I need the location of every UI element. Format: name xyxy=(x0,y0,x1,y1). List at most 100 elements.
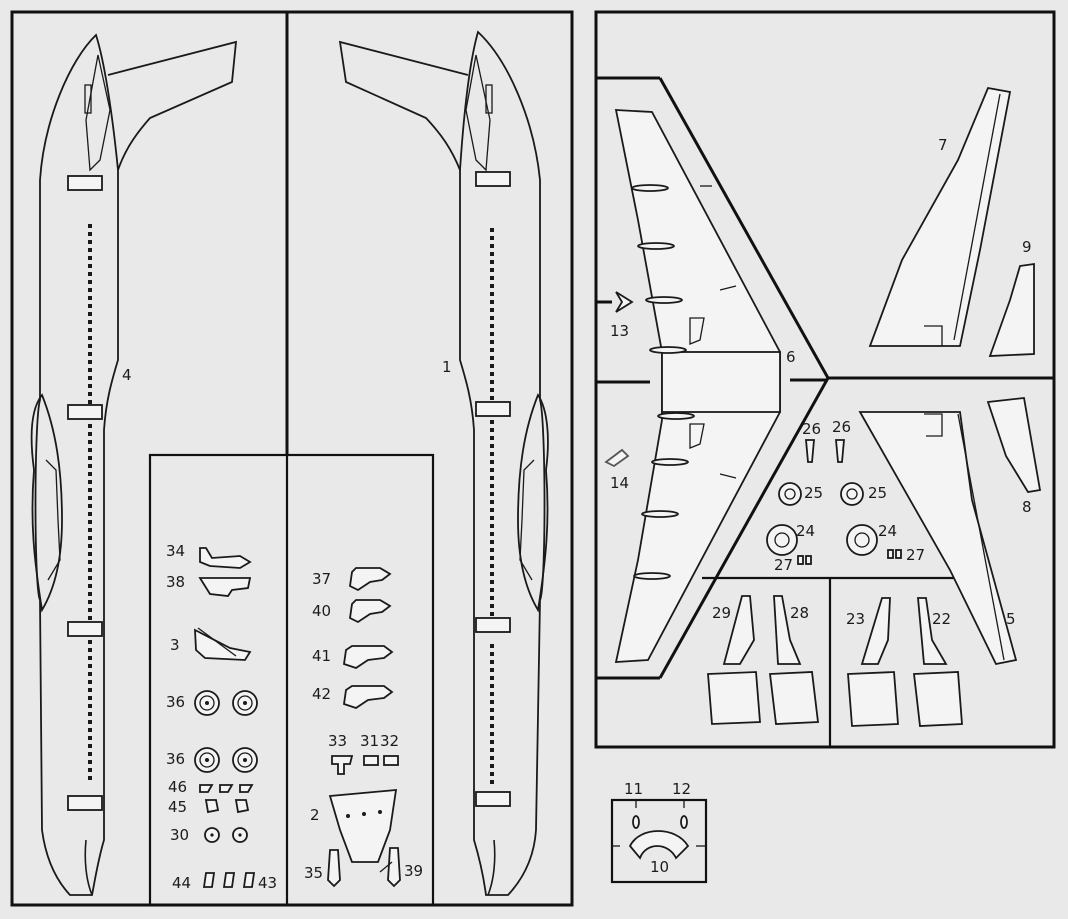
window-hole xyxy=(490,772,494,776)
label-part-25-b: 25 xyxy=(868,484,887,502)
window-hole xyxy=(490,724,494,728)
fuselage-frame xyxy=(10,10,574,907)
label-part-6: 6 xyxy=(786,348,796,366)
window-hole xyxy=(490,492,494,496)
window-hole xyxy=(490,660,494,664)
window-hole xyxy=(490,228,494,232)
window-hole xyxy=(490,476,494,480)
window-hole xyxy=(88,568,92,572)
window-hole xyxy=(88,264,92,268)
label-part-39: 39 xyxy=(404,862,423,880)
label-part-46: 46 xyxy=(168,778,187,796)
window-hole xyxy=(88,608,92,612)
window-hole xyxy=(490,780,494,784)
window-hole xyxy=(88,384,92,388)
window-hole xyxy=(88,760,92,764)
window-hole xyxy=(88,528,92,532)
part-10-frame xyxy=(610,798,708,884)
window-hole xyxy=(88,728,92,732)
label-part-11: 11 xyxy=(624,780,643,798)
window-hole xyxy=(88,328,92,332)
window-hole xyxy=(490,596,494,600)
window-hole xyxy=(88,680,92,684)
window-hole xyxy=(88,592,92,596)
window-hole xyxy=(88,424,92,428)
window-hole xyxy=(490,268,494,272)
vertical-tail-part-7 xyxy=(868,86,1012,347)
window-hole xyxy=(88,664,92,668)
label-part-37: 37 xyxy=(312,570,331,588)
window-hole xyxy=(88,248,92,252)
window-hole xyxy=(490,356,494,360)
window-hole xyxy=(490,436,494,440)
gear-parts-24-27 xyxy=(766,439,902,565)
label-part-30: 30 xyxy=(170,826,189,844)
label-part-40: 40 xyxy=(312,602,331,620)
label-part-5: 5 xyxy=(1006,610,1016,628)
window-hole xyxy=(490,612,494,616)
window-hole xyxy=(88,360,92,364)
window-hole xyxy=(88,232,92,236)
window-hole xyxy=(88,448,92,452)
label-part-10: 10 xyxy=(650,858,669,876)
window-hole xyxy=(490,484,494,488)
window-hole xyxy=(490,500,494,504)
window-hole xyxy=(490,308,494,312)
window-hole xyxy=(88,224,92,228)
window-hole xyxy=(88,600,92,604)
label-part-28: 28 xyxy=(790,604,809,622)
window-hole xyxy=(490,692,494,696)
window-hole xyxy=(490,292,494,296)
window-hole xyxy=(88,240,92,244)
window-hole xyxy=(490,524,494,528)
fuselage-half-part-1 xyxy=(338,30,549,896)
window-hole xyxy=(490,564,494,568)
label-part-44: 44 xyxy=(172,874,191,892)
label-part-34: 34 xyxy=(166,542,185,560)
window-hole xyxy=(490,668,494,672)
window-hole xyxy=(88,480,92,484)
window-hole xyxy=(490,396,494,400)
label-part-7: 7 xyxy=(938,136,948,154)
window-hole xyxy=(490,756,494,760)
label-part-43: 43 xyxy=(258,874,277,892)
window-hole xyxy=(490,332,494,336)
window-hole xyxy=(88,752,92,756)
window-hole xyxy=(490,236,494,240)
window-hole xyxy=(490,652,494,656)
window-hole xyxy=(88,512,92,516)
window-hole xyxy=(490,764,494,768)
part-13-clip xyxy=(615,291,634,313)
window-hole xyxy=(490,252,494,256)
window-hole xyxy=(490,260,494,264)
flap-fairing xyxy=(657,412,695,420)
window-hole xyxy=(490,380,494,384)
engine-nacelle-halves xyxy=(707,595,963,727)
window-hole xyxy=(88,288,92,292)
window-hole xyxy=(88,488,92,492)
window-hole xyxy=(490,532,494,536)
window-hole xyxy=(490,364,494,368)
window-hole xyxy=(88,704,92,708)
window-hole xyxy=(88,688,92,692)
window-hole xyxy=(88,768,92,772)
flap-fairing xyxy=(641,510,679,518)
label-part-14: 14 xyxy=(610,474,629,492)
wing-part-6 xyxy=(614,109,781,663)
label-part-38: 38 xyxy=(166,573,185,591)
window-hole xyxy=(490,604,494,608)
label-part-45: 45 xyxy=(168,798,187,816)
window-hole xyxy=(88,272,92,276)
label-part-31: 31 xyxy=(360,732,379,750)
window-hole xyxy=(490,748,494,752)
window-hole xyxy=(490,572,494,576)
window-hole xyxy=(490,516,494,520)
label-part-27-b: 27 xyxy=(906,546,925,564)
small-parts-left xyxy=(194,547,258,888)
window-hole xyxy=(490,468,494,472)
window-hole xyxy=(490,340,494,344)
window-row-part-1 xyxy=(490,228,494,784)
window-hole xyxy=(490,740,494,744)
label-part-9: 9 xyxy=(1022,238,1032,256)
fuselage-half-part-4 xyxy=(30,33,238,896)
